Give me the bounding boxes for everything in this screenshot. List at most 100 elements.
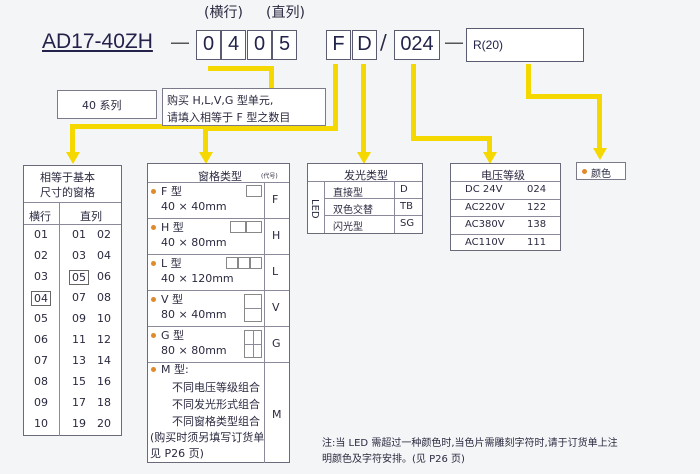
col-count-value: 06 [97, 270, 111, 283]
color-label: 颜色 [591, 169, 611, 180]
connector [333, 64, 338, 130]
column-group-label: (直列) [266, 5, 305, 21]
light-type-name: 直接型 [333, 188, 363, 199]
connector [597, 94, 602, 150]
row-count-value: 09 [34, 396, 48, 409]
voltage-code: 122 [527, 201, 547, 213]
col-count-value: 04 [97, 249, 111, 262]
note-line-1: 注:当 LED 需超过一种颜色时,当色片需雕刻字符时,请于订货单上注 [322, 438, 618, 449]
m-line: 不同窗格类型组合 [172, 415, 260, 428]
pane-shape-icon [244, 330, 262, 358]
row-count-value: 06 [34, 333, 48, 346]
row-count-value: 05 [34, 312, 48, 325]
row-count-value: 10 [34, 417, 48, 430]
col-count-value: 19 [72, 417, 86, 430]
connector [361, 64, 366, 154]
connector [526, 94, 602, 99]
connector [487, 136, 492, 154]
bullet-icon [151, 261, 156, 266]
col-count-value: 15 [72, 375, 86, 388]
connector [411, 64, 416, 140]
pane-type-name: H 型 [161, 221, 184, 234]
voltage-name: AC110V [465, 236, 505, 248]
col-count-value: 09 [72, 312, 86, 325]
pane-type-code: F [272, 193, 279, 206]
note-line-2: 明颜色及字符安排。(见 P26 页) [322, 454, 465, 465]
pane-type-name: V 型 [161, 293, 184, 306]
dash-separator: — [170, 30, 190, 54]
arrow-down-icon [593, 148, 607, 160]
col-digit-1: 0 [247, 30, 272, 60]
m-type-name: M 型: [161, 363, 189, 376]
series-label: 40 系列 [82, 99, 122, 112]
light-type-name: 闪光型 [333, 222, 363, 233]
color-code-cell: R(20) [466, 28, 584, 62]
col-header-column: 直列 [80, 210, 102, 223]
light-code-cell: D [352, 30, 377, 60]
row-digit-2: 4 [221, 30, 246, 60]
col-count-value: 08 [97, 291, 111, 304]
row-count-value: 07 [34, 354, 48, 367]
row-count-value: 08 [34, 375, 48, 388]
arrow-down-icon [357, 152, 371, 164]
col-count-value: 14 [97, 354, 111, 367]
pane-type-size: 40 × 40mm [161, 200, 227, 213]
connector [526, 64, 531, 98]
pane-type-code: G [272, 337, 281, 350]
voltage-name: AC220V [465, 201, 505, 213]
bullet-icon [582, 169, 587, 174]
pane-shape-icon [238, 257, 250, 269]
led-label: LED [309, 199, 320, 219]
hint-line-2: 请填入相等于 F 型之数目 [167, 111, 291, 124]
grid-title-1: 相等于基本 [40, 171, 95, 184]
col-count-value: 12 [97, 333, 111, 346]
pane-type-name: F 型 [161, 185, 182, 198]
row-bracket [208, 66, 272, 71]
connector [203, 126, 208, 154]
m-line: 不同发光形式组合 [172, 398, 260, 411]
code-label: (代号) [261, 173, 278, 180]
light-type-code: SG [400, 218, 415, 229]
pane-type-name: G 型 [161, 329, 185, 342]
hint-box: 购买 H,L,V,G 型单元, 请填入相等于 F 型之数目 [162, 88, 326, 126]
connector [411, 136, 491, 141]
bullet-icon [151, 333, 156, 338]
arrow-down-icon [66, 152, 80, 164]
col-count-value: 13 [72, 354, 86, 367]
arrow-down-icon [483, 152, 497, 164]
col-count-value: 07 [72, 291, 86, 304]
col-header-row: 横行 [29, 210, 51, 223]
col-count-value: 18 [97, 396, 111, 409]
grid-title-2: 尺寸的窗格 [40, 186, 95, 199]
pane-type-size: 40 × 80mm [161, 236, 227, 249]
model-code: AD17-40ZH [42, 30, 153, 53]
arrow-down-icon [199, 152, 213, 164]
bullet-icon [151, 225, 156, 230]
bullet-icon [151, 297, 156, 302]
bullet-icon [151, 367, 156, 372]
row-group-label: (横行) [204, 5, 243, 21]
row-digit-1: 0 [196, 30, 221, 60]
voltage-code-cell: 024 [394, 30, 440, 60]
m-type-code: M [272, 408, 282, 421]
voltage-name: AC380V [465, 219, 505, 230]
pane-shape-icon [246, 221, 262, 233]
light-type-name: 双色交替 [333, 205, 373, 216]
pane-type-code: V [272, 301, 280, 314]
col-digit-2: 5 [272, 30, 297, 60]
col-count-value: 11 [72, 333, 86, 346]
pane-type-size: 40 × 120mm [161, 272, 234, 285]
pane-shape-icon [244, 294, 262, 322]
pane-shape-icon [246, 185, 262, 197]
row-count-value: 01 [34, 228, 48, 241]
dash-separator-2: — [444, 30, 464, 54]
hint-line-1: 购买 H,L,V,G 型单元, [167, 94, 274, 107]
row-count-value: 02 [34, 249, 48, 262]
col-count-value: 05 [69, 270, 89, 285]
voltage-table-title: 电压等级 [481, 169, 525, 182]
col-count-value: 10 [97, 312, 111, 325]
